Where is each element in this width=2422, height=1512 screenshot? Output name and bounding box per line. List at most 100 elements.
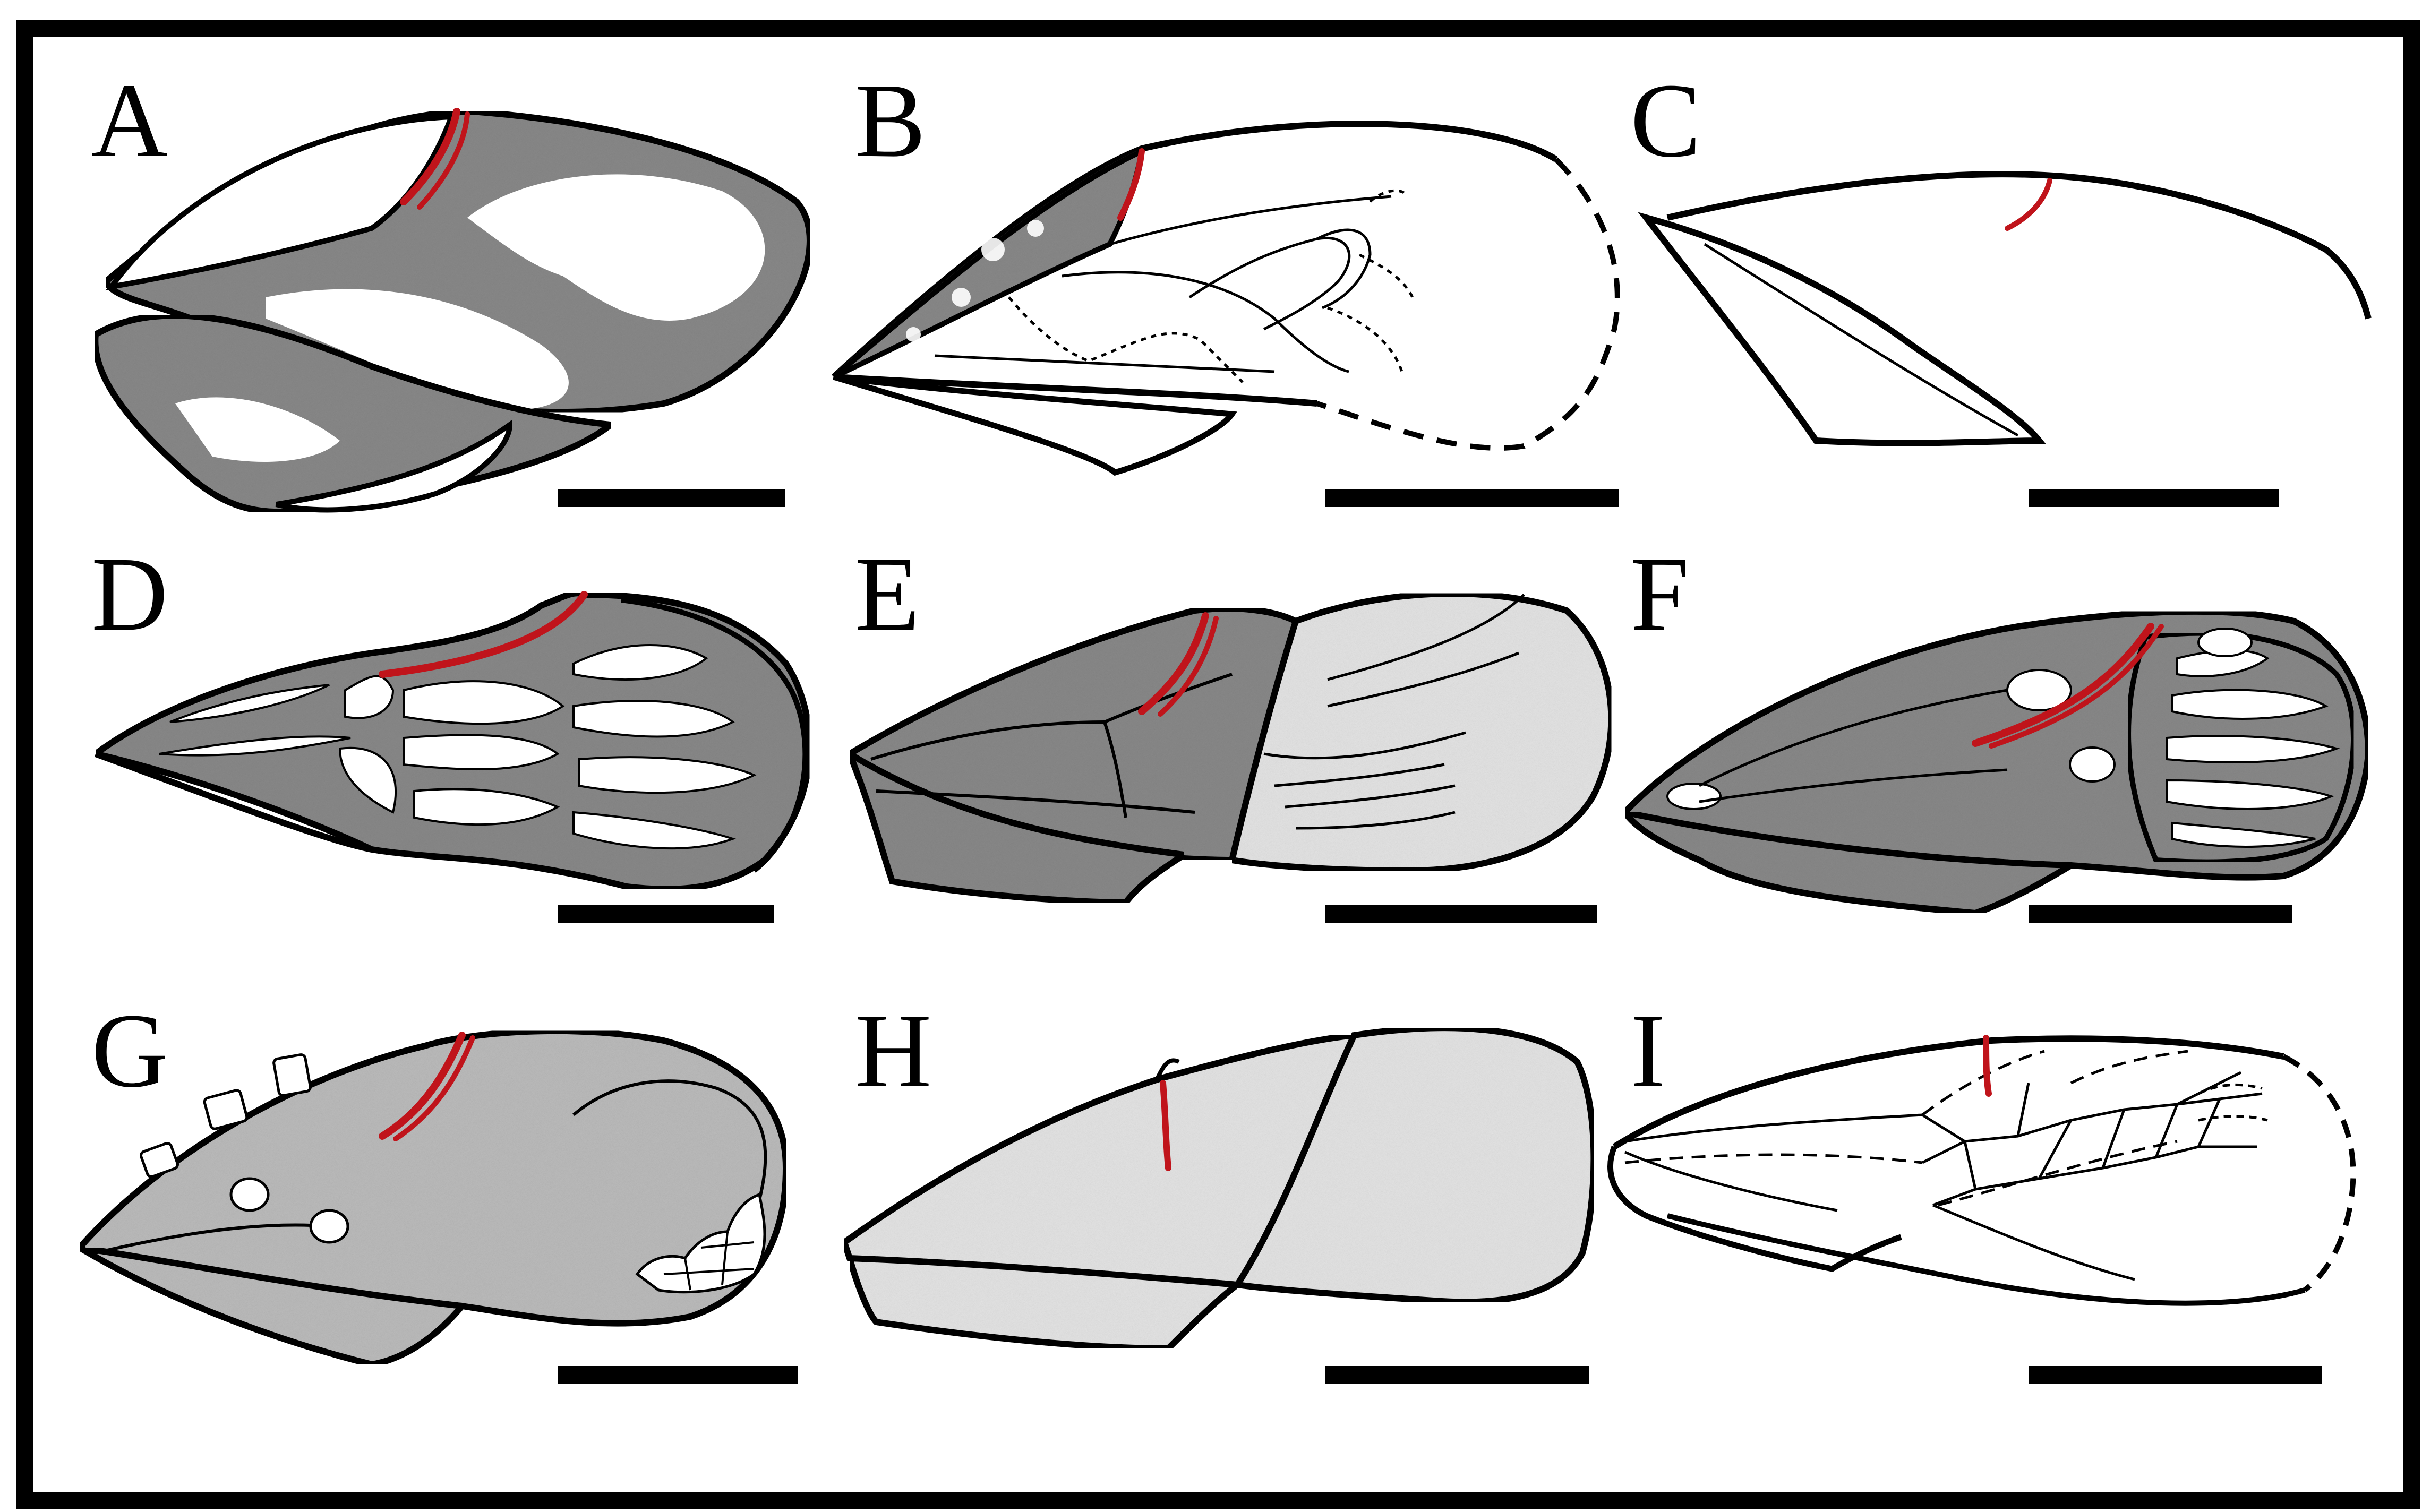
panel-label-h: H xyxy=(855,992,932,1110)
wing-b-outline xyxy=(834,124,1617,448)
wing-d-cell-4 xyxy=(403,680,565,725)
wing-i-lower-margin xyxy=(1666,1213,2306,1306)
wing-e-membrane-vein-2 xyxy=(1327,651,1519,708)
wing-f-vein-2 xyxy=(1699,768,2008,803)
wing-d-cell-7 xyxy=(413,788,560,826)
wing-i-vein-dashed-4 xyxy=(1938,1140,2178,1207)
wing-h-highlight-vein xyxy=(1160,1080,1171,1171)
wing-g-highlight-vein-2 xyxy=(393,1035,475,1141)
wing-i-dashed-apex xyxy=(2282,1054,2356,1292)
wing-b-dotted-1 xyxy=(1008,296,1244,383)
wing-e-membrane-vein-1 xyxy=(1327,594,1525,681)
wing-f-apical-cell-2 xyxy=(2171,689,2329,720)
panel-label-c: C xyxy=(1630,62,1701,179)
wing-b-dashed-apex xyxy=(1316,157,1620,451)
wing-d-lower-edge xyxy=(94,751,373,853)
wing-d-cell-3 xyxy=(344,675,395,719)
wing-c-clavus-vein xyxy=(1704,243,2019,437)
panel-label-b: B xyxy=(855,62,926,179)
wing-d-highlight-vein xyxy=(379,591,588,678)
wing-i-clavus xyxy=(1607,1145,1902,1272)
wing-a-light-patch-1 xyxy=(467,174,765,321)
wing-e-membrane-vein-4 xyxy=(1274,763,1445,787)
wing-d-cell-8 xyxy=(572,644,708,681)
wing-e-clavus xyxy=(843,746,1193,906)
wing-f-basal-spot xyxy=(1666,783,1722,810)
wing-panel-f xyxy=(1617,608,2372,917)
panel-label-i: I xyxy=(1630,992,1666,1110)
wing-g-cell-4 xyxy=(229,1177,270,1212)
wing-e-membrane-vein-5 xyxy=(1285,784,1456,809)
wing-panel-a xyxy=(92,108,813,516)
wing-e-highlight-vein xyxy=(1138,612,1209,715)
wing-b-highlight-vein xyxy=(1117,148,1145,221)
wing-b-dotted-2 xyxy=(1327,306,1403,372)
wing-g-apical-line xyxy=(572,1079,767,1200)
wing-a-light-patch-2 xyxy=(266,289,569,409)
wing-panel-d xyxy=(88,590,813,892)
wing-b-vein-1 xyxy=(1109,195,1392,246)
wing-d-cell-6 xyxy=(338,746,397,814)
wing-f-highlight-vein xyxy=(1972,623,2154,747)
wing-b-vein-5 xyxy=(934,354,1275,373)
wing-g-cell-2 xyxy=(203,1089,249,1130)
wing-g-highlight-vein xyxy=(379,1032,466,1140)
wing-e-membrane-vein-3 xyxy=(1263,731,1466,760)
wing-e-membrane-vein-6 xyxy=(1295,811,1456,830)
wing-b-spot-2 xyxy=(952,288,971,307)
wing-b-dotted-3 xyxy=(1369,189,1409,203)
wing-f-lower-band xyxy=(1617,807,2082,917)
wing-i-clavus-2 xyxy=(1624,1150,1838,1212)
wing-h-clavus xyxy=(845,1255,1246,1352)
wing-d-apex-margin xyxy=(621,597,808,873)
panel-label-e: E xyxy=(855,536,920,653)
panel-label-a: A xyxy=(91,62,168,179)
wing-panel-c xyxy=(1638,171,2372,446)
wing-e-vein-4 xyxy=(876,789,1195,814)
wing-b-dotted-4 xyxy=(1358,253,1414,298)
wing-d-cell-5 xyxy=(403,734,560,770)
wing-g-apical-cells-dividers xyxy=(663,1231,755,1291)
wing-b-spot-4 xyxy=(906,327,921,342)
wing-c-costa xyxy=(1666,171,2372,320)
wing-f-spot-2 xyxy=(2069,746,2116,783)
wing-b-clavus xyxy=(833,374,1237,476)
wing-d-cell-2 xyxy=(159,735,351,757)
wing-g-apical-cells xyxy=(635,1192,766,1294)
wing-b-vein-4 xyxy=(1316,228,1372,310)
wing-i-vein-1 xyxy=(1624,1113,1923,1143)
wing-b-spot-1 xyxy=(981,238,1005,261)
wing-panel-g xyxy=(74,1027,790,1368)
wing-b-vein-2 xyxy=(1062,271,1349,373)
wing-g-lower-band xyxy=(78,1244,468,1368)
wing-g-cell-5 xyxy=(309,1209,349,1244)
wing-g-cell-1 xyxy=(140,1142,179,1178)
wing-h-notch xyxy=(1156,1058,1180,1079)
wing-e-highlight-vein-2 xyxy=(1158,616,1219,717)
wing-panel-e xyxy=(843,590,1615,906)
wing-e-vein-1 xyxy=(870,720,1105,761)
wing-a-hind-light-patch xyxy=(175,397,340,462)
wing-a-highlight-vein xyxy=(400,108,460,205)
panel-label-f: F xyxy=(1630,536,1690,653)
wing-d-cell-9 xyxy=(572,700,735,738)
wing-panel-h xyxy=(840,1025,1597,1352)
wing-panel-i xyxy=(1607,1035,2356,1306)
wing-f-apical-cell-5 xyxy=(2171,821,2316,848)
wing-panel-b xyxy=(831,121,1620,476)
wing-a-clavus xyxy=(275,419,513,513)
wing-b-spot-3 xyxy=(1027,220,1044,237)
wing-i-highlight-vein xyxy=(1983,1035,1992,1097)
wing-d-cell-11 xyxy=(572,811,736,850)
wing-i-costa xyxy=(1612,1035,2284,1150)
wing-i-vein-dashed-3 xyxy=(2070,1050,2188,1085)
panel-label-g: G xyxy=(91,992,168,1110)
wing-a-highlight-vein-2 xyxy=(417,111,470,210)
panel-label-d: D xyxy=(91,536,168,653)
wing-a-costal-strip xyxy=(105,114,456,291)
wing-b-vein-3 xyxy=(1188,237,1351,331)
wing-g-cell-3 xyxy=(272,1053,312,1097)
wing-c-highlight-vein xyxy=(2005,178,2052,231)
wing-f-apical-cell-4 xyxy=(2166,779,2334,810)
